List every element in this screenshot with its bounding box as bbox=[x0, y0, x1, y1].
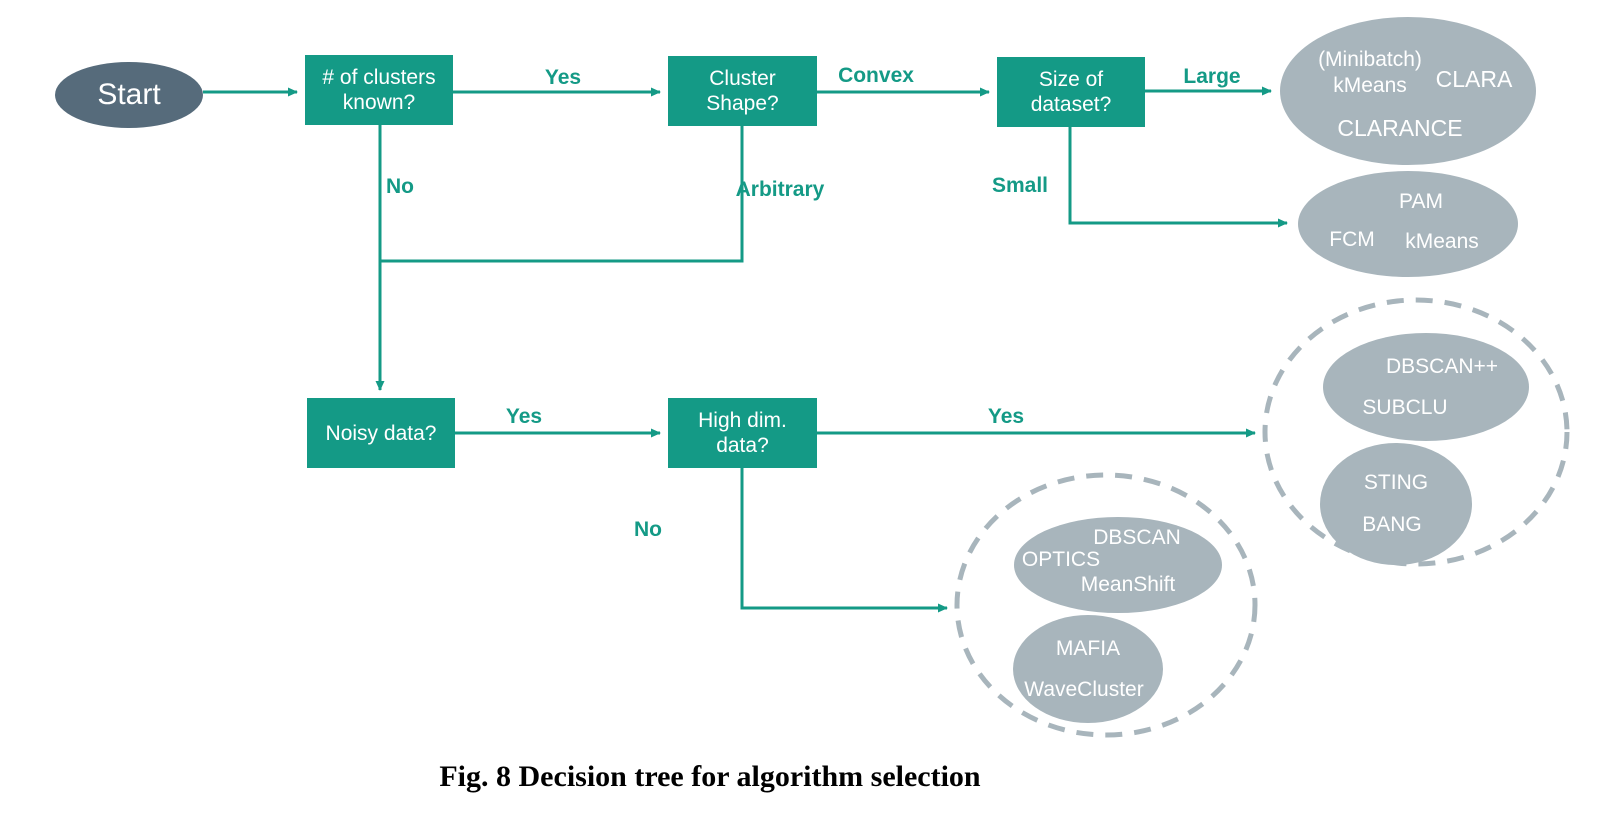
dashed-group-high-dim bbox=[1262, 297, 1570, 567]
algorithm-dbscanpp: DBSCAN++ bbox=[1385, 355, 1499, 378]
result-ellipse-large-convex bbox=[1280, 17, 1536, 165]
decision-node-high-dim: High dim. data? bbox=[668, 398, 817, 468]
result-ellipse-small-convex bbox=[1298, 171, 1518, 277]
edge-label-no-high-dim: No bbox=[634, 518, 662, 541]
algorithm-clarance: CLARANCE bbox=[1337, 115, 1463, 141]
decision-node-noisy-data: Noisy data? bbox=[307, 398, 455, 468]
algorithm-optics: OPTICS bbox=[1021, 548, 1101, 571]
decision-node-dataset-size: Size of dataset? bbox=[997, 57, 1145, 127]
algorithm-wavecluster: WaveCluster bbox=[1024, 678, 1144, 701]
algorithm-minibatch: (Minibatch) bbox=[1318, 48, 1422, 71]
algorithm-kmeans-small: kMeans bbox=[1405, 230, 1479, 253]
dashed-group-low-dim bbox=[954, 472, 1258, 738]
algorithm-pam: PAM bbox=[1399, 190, 1443, 213]
algorithm-mafia: MAFIA bbox=[1055, 637, 1121, 660]
start-node: Start bbox=[55, 62, 203, 128]
decision-node-cluster-shape: Cluster Shape? bbox=[668, 56, 817, 126]
algorithm-dbscan: DBSCAN bbox=[1093, 526, 1181, 549]
algorithm-clara: CLARA bbox=[1435, 66, 1513, 92]
edge-label-large: Large bbox=[1183, 65, 1241, 88]
result-ellipse-dbscanpp-subclu bbox=[1323, 333, 1529, 441]
edge-label-convex: Convex bbox=[838, 64, 914, 87]
edge-label-small: Small bbox=[991, 174, 1049, 197]
algorithm-sting: STING bbox=[1363, 471, 1429, 494]
edge-label-yes-clusters: Yes bbox=[544, 66, 582, 89]
result-ellipse-dbscan-optics bbox=[1014, 517, 1222, 613]
edge-label-yes-high-dim: Yes bbox=[987, 405, 1025, 428]
algorithm-kmeans-large: kMeans bbox=[1333, 74, 1407, 97]
result-ellipse-sting-bang bbox=[1320, 443, 1472, 565]
edge-label-arbitrary: Arbitrary bbox=[735, 178, 825, 201]
result-ellipse-mafia-wavecluster bbox=[1013, 615, 1163, 723]
edge-label-yes-noisy: Yes bbox=[505, 405, 543, 428]
edge-label-no-clusters: No bbox=[386, 175, 414, 198]
algorithm-bang: BANG bbox=[1362, 513, 1422, 536]
figure-caption: Fig. 8 Decision tree for algorithm selec… bbox=[439, 760, 981, 793]
algorithm-subclu: SUBCLU bbox=[1362, 396, 1448, 419]
algorithm-meanshift: MeanShift bbox=[1080, 573, 1176, 596]
algorithm-fcm: FCM bbox=[1329, 228, 1375, 251]
decision-node-clusters-known: # of clusters known? bbox=[305, 55, 453, 125]
